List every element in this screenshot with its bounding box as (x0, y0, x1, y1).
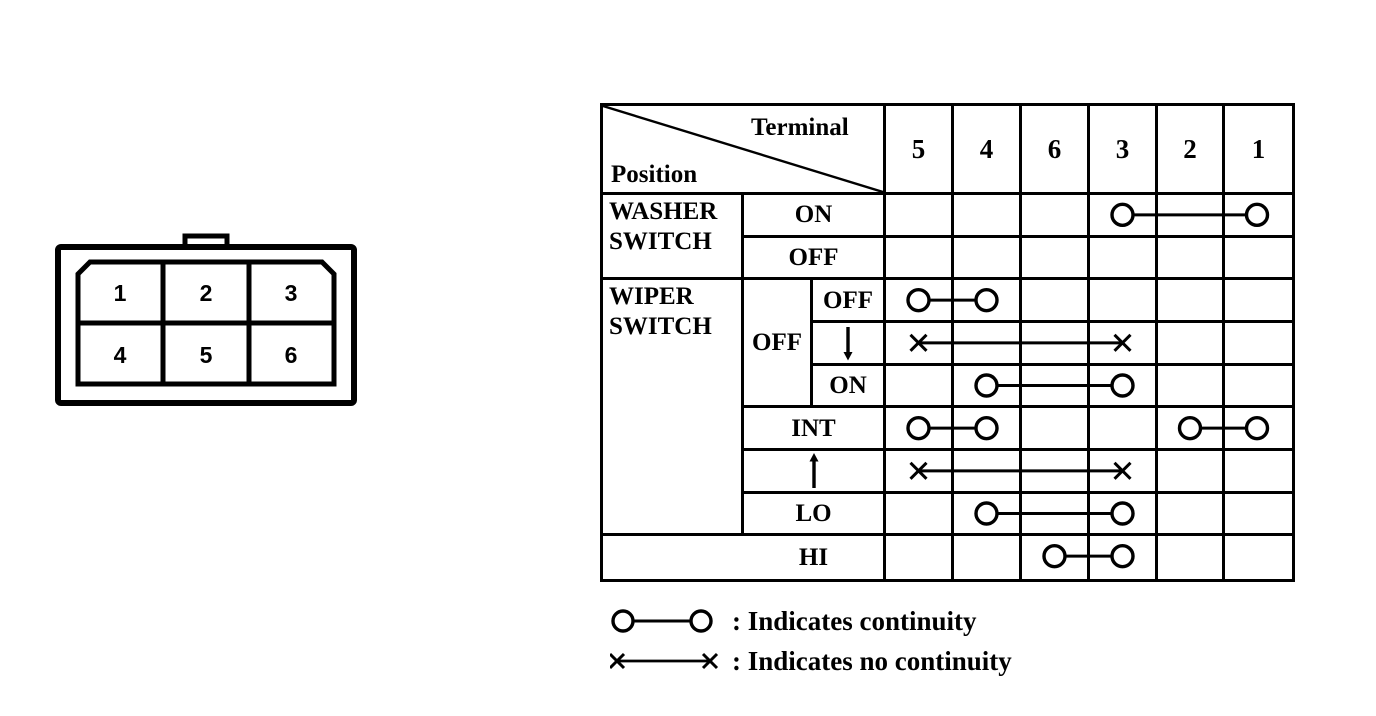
terminal-cell (886, 365, 954, 409)
continuity-symbol-icon (611, 609, 713, 633)
terminal-cell (954, 280, 1022, 323)
legend-row-no-continuity: : Indicates no continuity (610, 641, 1012, 681)
pin-number: 2 (200, 280, 213, 306)
terminal-cell (1090, 536, 1158, 579)
terminal-cell (1090, 451, 1158, 494)
connector-diagram: 1 2 3 4 5 6 (55, 233, 357, 406)
position-label (813, 323, 886, 366)
terminal-cell (1022, 451, 1090, 494)
terminal-cell (1090, 237, 1158, 281)
terminal-cell (1158, 195, 1225, 238)
terminal-cell (1158, 451, 1225, 494)
terminal-cell (1158, 408, 1225, 451)
legend: : Indicates continuity : Indicates no co… (610, 601, 1012, 681)
legend-row-continuity: : Indicates continuity (610, 601, 1012, 641)
terminal-cell (1022, 536, 1090, 579)
group-label-washer-switch: WASHER SWITCH (603, 195, 744, 281)
terminal-cell (954, 237, 1022, 281)
terminal-header: 4 (954, 106, 1022, 195)
terminal-header: 2 (1158, 106, 1225, 195)
terminal-cell (954, 195, 1022, 238)
terminal-cell (886, 323, 954, 366)
terminal-cell (1090, 195, 1158, 238)
terminal-cell (1225, 366, 1292, 409)
terminal-header: 5 (886, 106, 954, 195)
terminal-cell (954, 493, 1022, 537)
terminal-cell (1090, 493, 1158, 537)
position-label: LO (744, 493, 886, 537)
terminal-cell (1022, 408, 1090, 451)
terminal-cell (954, 451, 1022, 494)
pin-number: 4 (114, 342, 127, 368)
terminal-cell (886, 493, 954, 537)
terminal-cell (1022, 237, 1090, 281)
terminal-cell (1225, 536, 1292, 579)
terminal-cell (1158, 237, 1225, 281)
terminal-cell (1022, 365, 1090, 409)
terminal-cell (1225, 451, 1292, 494)
no-continuity-symbol-icon (610, 652, 719, 670)
terminal-cell (886, 280, 954, 323)
pin-number: 3 (285, 280, 298, 306)
legend-label: : Indicates continuity (732, 605, 977, 636)
corner-terminal-label: Terminal (751, 114, 849, 141)
position-label: OFF (813, 280, 886, 323)
terminal-header: 1 (1225, 106, 1292, 195)
position-label: HI (744, 536, 886, 579)
terminal-cell (1225, 280, 1292, 323)
terminal-cell (1225, 408, 1292, 451)
diagonal-divider (603, 106, 883, 192)
up-arrow-icon (809, 452, 818, 488)
position-label: ON (813, 365, 886, 409)
terminal-cell (886, 408, 954, 451)
terminal-cell (886, 237, 954, 281)
corner-position-label: Position (611, 161, 698, 188)
terminal-cell (1090, 280, 1158, 323)
terminal-cell (1090, 365, 1158, 409)
terminal-cell (1158, 323, 1225, 366)
table-corner-cell: Terminal Position (603, 106, 886, 195)
terminal-cell (954, 536, 1022, 579)
terminal-cell (1022, 195, 1090, 238)
terminal-header: 3 (1090, 106, 1158, 195)
terminal-cell (1158, 536, 1225, 579)
terminal-cell (1158, 365, 1225, 409)
continuity-table: Terminal Position 5 4 6 3 2 1 WASHER SWI… (600, 103, 1295, 582)
terminal-cell (1158, 280, 1225, 323)
terminal-cell (886, 536, 954, 579)
terminal-header: 6 (1022, 106, 1090, 195)
position-label (744, 451, 886, 494)
pin-number: 6 (285, 342, 298, 368)
terminal-cell (1022, 323, 1090, 366)
terminal-cell (1158, 493, 1225, 537)
terminal-cell (1090, 408, 1158, 451)
position-label: OFF (744, 237, 886, 281)
position-label: ON (744, 195, 886, 238)
down-arrow-icon (843, 326, 853, 361)
position-label: INT (744, 408, 886, 451)
terminal-cell (886, 195, 954, 238)
pin-number: 1 (114, 280, 127, 306)
terminal-cell (1225, 494, 1292, 537)
terminal-cell (1225, 323, 1292, 366)
pin-number: 5 (200, 342, 213, 368)
terminal-cell (954, 408, 1022, 451)
terminal-cell (954, 323, 1022, 366)
terminal-cell (1225, 195, 1292, 238)
terminal-cell (1090, 323, 1158, 366)
terminal-cell (954, 365, 1022, 409)
terminal-cell (886, 451, 954, 494)
legend-label: : Indicates no continuity (732, 645, 1012, 676)
terminal-cell (1022, 493, 1090, 537)
subgroup-label-off: OFF (744, 280, 813, 409)
group-label-wiper-switch: WIPER SWITCH (603, 280, 744, 537)
terminal-cell (1225, 238, 1292, 281)
terminal-cell (1022, 280, 1090, 323)
